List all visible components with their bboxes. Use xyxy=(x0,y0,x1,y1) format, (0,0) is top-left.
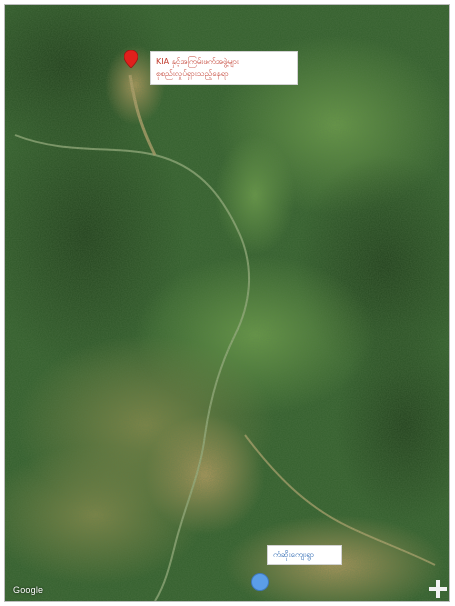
kia-label-line2: စုစည်းလှုပ်ရှားသည့်နေရာ xyxy=(156,69,229,78)
village-label-text: ကံဆိုးကျေးရွာ xyxy=(273,550,314,559)
satellite-map[interactable] xyxy=(5,5,449,601)
blue-dot-icon[interactable] xyxy=(251,573,269,591)
kia-location-label: KIA နှင့်အကြမ်းဖက်အဖွဲ့များ စုစည်းလှုပ်ရ… xyxy=(150,51,298,85)
google-attribution: Google xyxy=(13,585,44,595)
village-label: ကံဆိုးကျေးရွာ xyxy=(267,545,342,565)
red-pin-icon[interactable] xyxy=(124,50,138,68)
plus-icon[interactable] xyxy=(427,578,449,600)
map-frame[interactable]: KIA နှင့်အကြမ်းဖက်အဖွဲ့များ စုစည်းလှုပ်ရ… xyxy=(4,4,450,602)
kia-label-line1: KIA နှင့်အကြမ်းဖက်အဖွဲ့များ xyxy=(156,57,239,66)
